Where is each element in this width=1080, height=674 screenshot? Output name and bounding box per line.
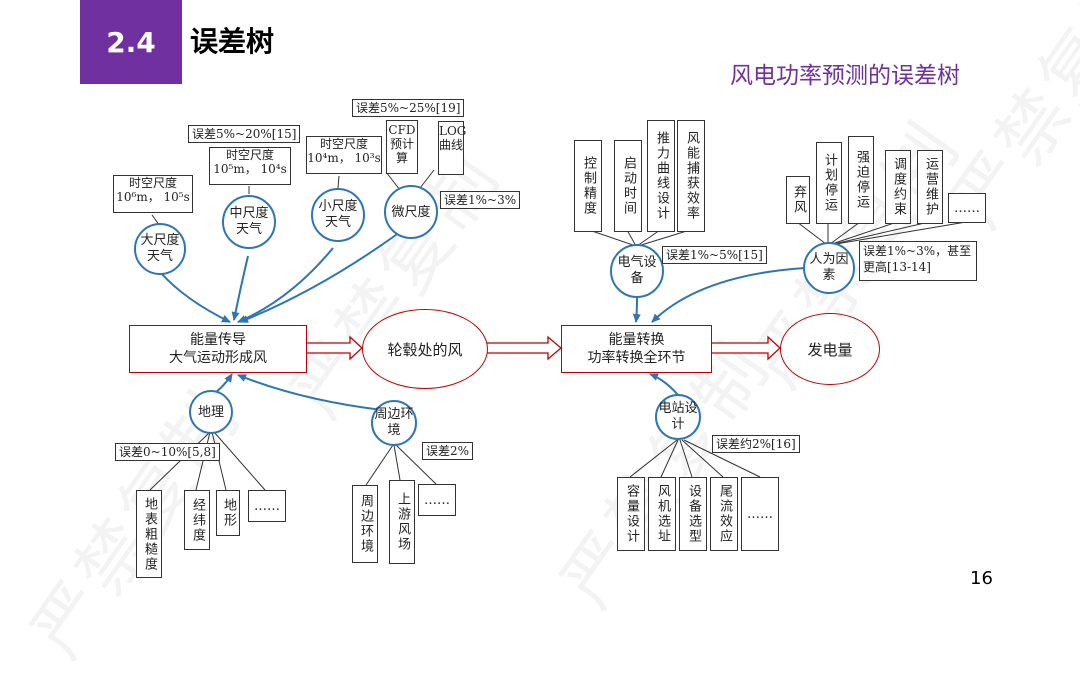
small-scale-spacetime-value: 10⁴m， 10³s bbox=[307, 151, 381, 165]
section-number: 2.4 bbox=[80, 0, 182, 84]
slide-subtitle: 风电功率预测的误差树 bbox=[730, 63, 960, 89]
large-scale-label: 大尺度天气 bbox=[140, 233, 180, 264]
micro-scale-label: 微尺度 bbox=[391, 205, 431, 220]
arrow-terrain-to-energy bbox=[214, 373, 233, 394]
circle-large-scale bbox=[134, 223, 186, 275]
meso-scale-error: 误差5%~20%[15] bbox=[188, 125, 301, 143]
arrow-large-to-energy bbox=[159, 271, 231, 323]
meso-scale-spacetime-value: 10⁵m， 10⁴s bbox=[213, 162, 287, 176]
electrical-item-startup: 启动时间 bbox=[614, 140, 642, 232]
station-item-equipment: 设备选型 bbox=[679, 477, 707, 551]
arrow-micro-to-energy bbox=[239, 231, 401, 323]
chain-arrow-3 bbox=[709, 335, 781, 361]
circle-meso-scale bbox=[222, 195, 276, 249]
circle-human bbox=[803, 242, 855, 294]
human-item-forced: 强迫停运 bbox=[848, 136, 874, 224]
circle-small-scale bbox=[311, 188, 365, 242]
circle-surroundings bbox=[371, 400, 417, 446]
circle-electrical bbox=[610, 244, 664, 298]
station-item-wake: 尾流效应 bbox=[710, 477, 738, 551]
energy-conversion-line2: 功率转换全环节 bbox=[587, 350, 686, 366]
small-scale-label: 小尺度天气 bbox=[318, 199, 358, 230]
cfd-label: CFD预计算 bbox=[388, 123, 416, 165]
circle-terrain bbox=[189, 390, 233, 434]
station-item-capacity: 容量设计 bbox=[617, 477, 645, 551]
energy-transfer-box: 能量传导 大气运动形成风 bbox=[129, 325, 307, 373]
human-label: 人为因素 bbox=[809, 252, 849, 283]
terrain-item-more: …… bbox=[248, 490, 286, 522]
terrain-item-latlong: 经纬度 bbox=[184, 490, 210, 550]
large-scale-spacetime-value: 10⁶m， 10⁵s bbox=[116, 190, 190, 204]
small-scale-spacetime-title: 时空尺度 bbox=[319, 137, 368, 151]
human-error: 误差1%~3%，甚至更高[13-14] bbox=[859, 241, 977, 281]
power-output-label: 发电量 bbox=[807, 340, 853, 359]
station-item-siting: 风机选址 bbox=[648, 477, 676, 551]
hub-wind-label: 轮毂处的风 bbox=[387, 340, 463, 359]
surroundings-item-env: 周边环境 bbox=[352, 485, 378, 563]
terrain-item-roughness: 地表粗糙度 bbox=[136, 490, 162, 578]
surroundings-label: 周边环境 bbox=[374, 407, 414, 438]
arrow-station-to-conversion bbox=[649, 373, 679, 396]
human-item-curtail: 弃风 bbox=[786, 176, 810, 224]
surroundings-item-more: …… bbox=[418, 484, 456, 516]
arrow-meso-to-energy bbox=[231, 255, 249, 321]
section-title: 误差树 bbox=[190, 25, 275, 58]
meso-scale-label: 中尺度天气 bbox=[229, 206, 269, 237]
terrain-label: 地理 bbox=[197, 405, 224, 420]
power-output-ellipse: 发电量 bbox=[780, 313, 880, 385]
circle-micro-scale bbox=[384, 185, 438, 239]
surroundings-item-upstream: 上游风场 bbox=[389, 480, 415, 564]
arrow-small-to-energy bbox=[237, 247, 334, 323]
page-number: 16 bbox=[970, 568, 993, 589]
human-item-more: …… bbox=[948, 193, 986, 223]
energy-conversion-box: 能量转换 功率转换全环节 bbox=[561, 325, 712, 373]
electrical-item-thrust: 推力曲线设计 bbox=[647, 120, 675, 232]
cfd-box: CFD预计算 bbox=[386, 120, 418, 174]
station-label: 电站设计 bbox=[658, 401, 698, 432]
electrical-label: 电气设备 bbox=[617, 255, 657, 286]
surroundings-error: 误差2% bbox=[422, 442, 474, 460]
log-label: LOG曲线 bbox=[439, 124, 467, 152]
terrain-error: 误差0~10%[5,8] bbox=[115, 443, 220, 461]
terrain-item-landform: 地形 bbox=[216, 490, 240, 536]
hub-wind-ellipse: 轮毂处的风 bbox=[362, 309, 488, 389]
meso-scale-spacetime-box: 时空尺度 10⁵m， 10⁴s bbox=[209, 147, 291, 185]
connector-lines bbox=[134, 169, 967, 491]
human-item-planned: 计划停运 bbox=[816, 142, 842, 224]
arrow-surround-to-energy bbox=[237, 374, 383, 411]
chain-arrow-1 bbox=[304, 335, 363, 361]
human-item-dispatch: 调度约束 bbox=[885, 150, 911, 224]
energy-transfer-line2: 大气运动形成风 bbox=[169, 350, 267, 366]
log-box: LOG曲线 bbox=[438, 121, 467, 175]
meso-scale-spacetime-title: 时空尺度 bbox=[225, 148, 274, 162]
small-scale-spacetime-box: 时空尺度 10⁴m， 10³s bbox=[306, 136, 382, 174]
chain-arrow-2 bbox=[485, 335, 563, 361]
electrical-item-control: 控制精度 bbox=[574, 140, 602, 232]
large-scale-spacetime-box: 时空尺度 10⁶m， 10⁵s bbox=[113, 175, 193, 213]
micro-scale-error-bottom: 误差1%~3% bbox=[440, 191, 521, 209]
station-item-more: …… bbox=[741, 477, 779, 551]
station-error: 误差约2%[16] bbox=[712, 435, 800, 453]
electrical-error: 误差1%~5%[15] bbox=[662, 246, 767, 264]
micro-scale-error-top: 误差5%~25%[19] bbox=[352, 99, 465, 117]
energy-conversion-line1: 能量转换 bbox=[608, 332, 665, 348]
human-item-operation: 运营维护 bbox=[917, 150, 943, 224]
circle-station bbox=[655, 394, 701, 440]
electrical-item-efficiency: 风能捕获效率 bbox=[677, 120, 705, 232]
energy-transfer-line1: 能量传导 bbox=[190, 332, 246, 348]
large-scale-spacetime-title: 时空尺度 bbox=[128, 176, 177, 190]
arrow-electrical-to-conversion bbox=[632, 297, 641, 323]
arrow-human-to-conversion bbox=[651, 267, 806, 323]
